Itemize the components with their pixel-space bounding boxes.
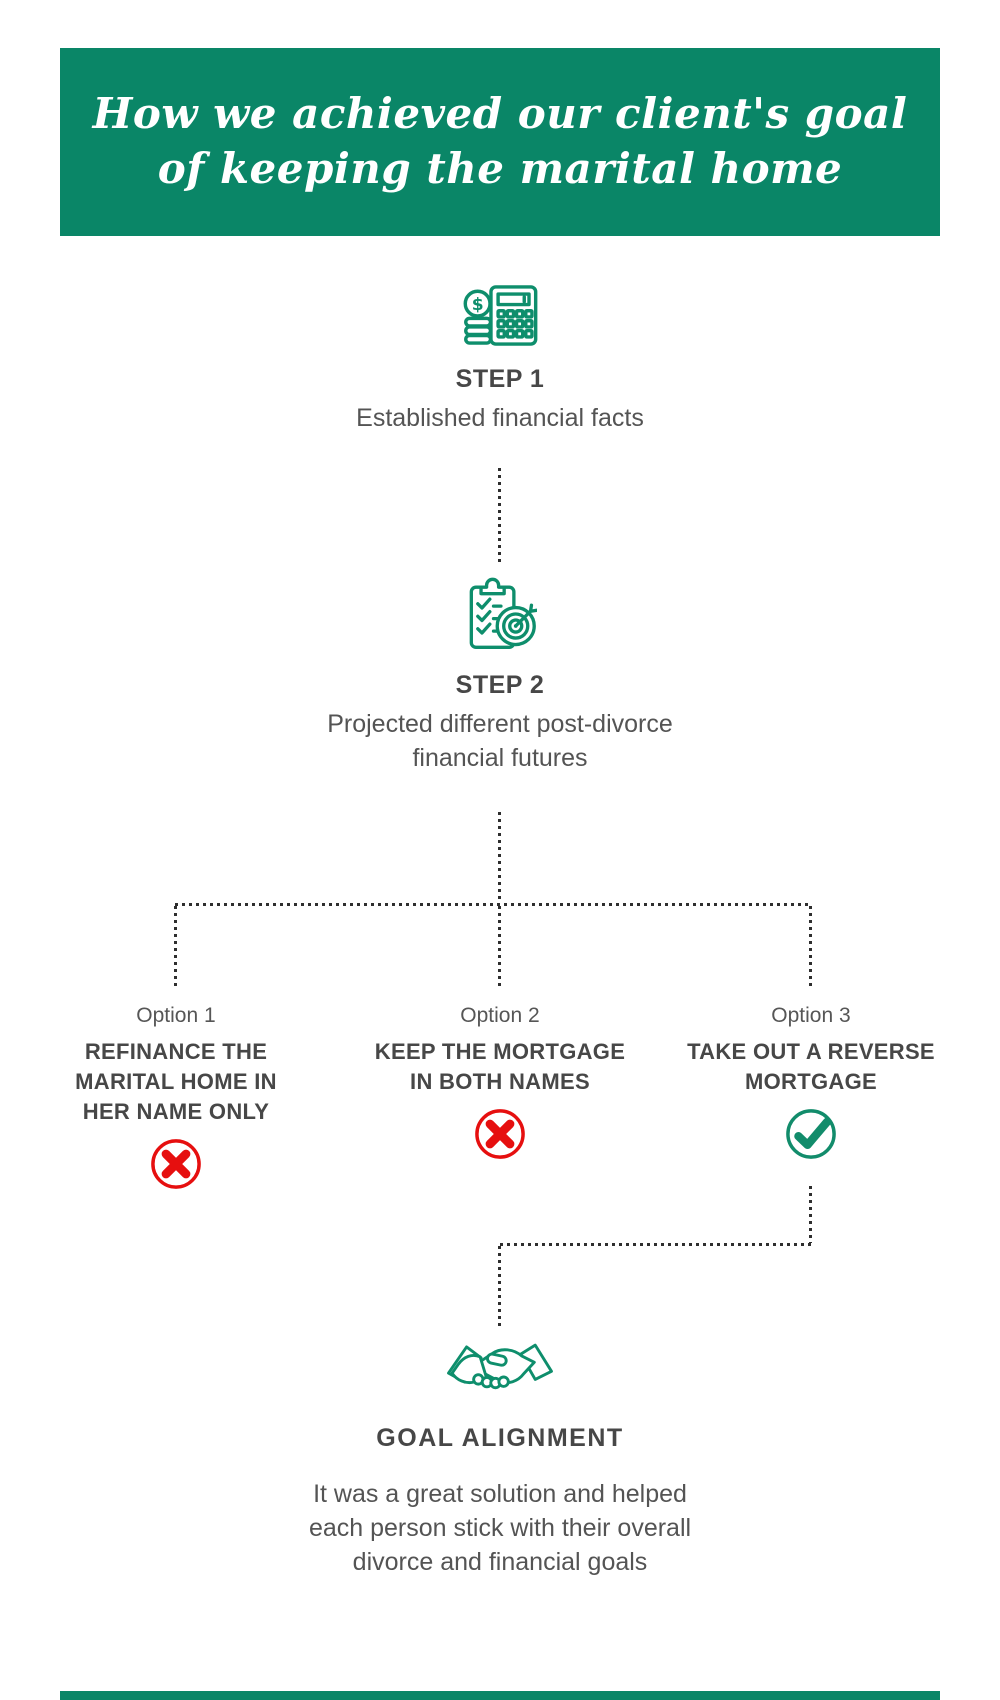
connector-step1-step2 (498, 468, 501, 564)
branch-drop-line-3 (809, 906, 812, 986)
check-circle-icon (784, 1107, 838, 1161)
connector-center-down (498, 1246, 501, 1327)
option-1-title: REFINANCE THE MARITAL HOME IN HER NAME O… (75, 1039, 277, 1124)
header-banner: How we achieved our client's goal of kee… (60, 48, 940, 236)
goal-section: GOAL ALIGNMENT It was a great solution a… (0, 1336, 1000, 1579)
x-circle-icon (473, 1107, 527, 1161)
option-2-label: Option 2 (460, 1004, 540, 1027)
goal-label: GOAL ALIGNMENT (376, 1424, 624, 1452)
goal-description: It was a great solution and helped each … (308, 1480, 692, 1576)
option-1-label: Option 1 (136, 1004, 216, 1027)
calculator-coins-icon: $ (461, 284, 539, 347)
option-2-column: Option 2 KEEP THE MORTGAGE IN BOTH NAMES (350, 1004, 650, 1166)
option-3-column: Option 3 TAKE OUT A REVERSE MORTGAGE (661, 1004, 961, 1166)
clipboard-checklist-target-icon (463, 575, 539, 653)
option-1-column: Option 1 REFINANCE THE MARITAL HOME IN H… (26, 1004, 326, 1196)
page-title: How we achieved our client's goal of kee… (92, 89, 908, 193)
branch-drop-line-1 (174, 906, 177, 986)
step-2-section: STEP 2 Projected different post-divorce … (0, 575, 1000, 776)
branch-stem-line (498, 812, 501, 903)
step-2-description: Projected different post-divorce financi… (327, 710, 673, 772)
connector-horizontal-to-center (500, 1243, 811, 1246)
branch-horizontal-line (175, 903, 812, 906)
option-2-title: KEEP THE MORTGAGE IN BOTH NAMES (374, 1039, 626, 1094)
connector-option3-down (809, 1186, 812, 1243)
x-circle-icon (149, 1137, 203, 1191)
handshake-icon (444, 1336, 556, 1403)
svg-text:$: $ (472, 295, 484, 315)
option-3-label: Option 3 (771, 1004, 851, 1027)
step-2-label: STEP 2 (455, 671, 545, 699)
step-1-description: Established financial facts (356, 404, 644, 432)
step-1-section: $ STEP 1 Established financial facts (0, 284, 1000, 436)
option-3-title: TAKE OUT A REVERSE MORTGAGE (687, 1039, 935, 1094)
footer-accent-bar (60, 1691, 940, 1700)
branch-drop-line-2 (498, 906, 501, 986)
step-1-label: STEP 1 (455, 365, 545, 393)
